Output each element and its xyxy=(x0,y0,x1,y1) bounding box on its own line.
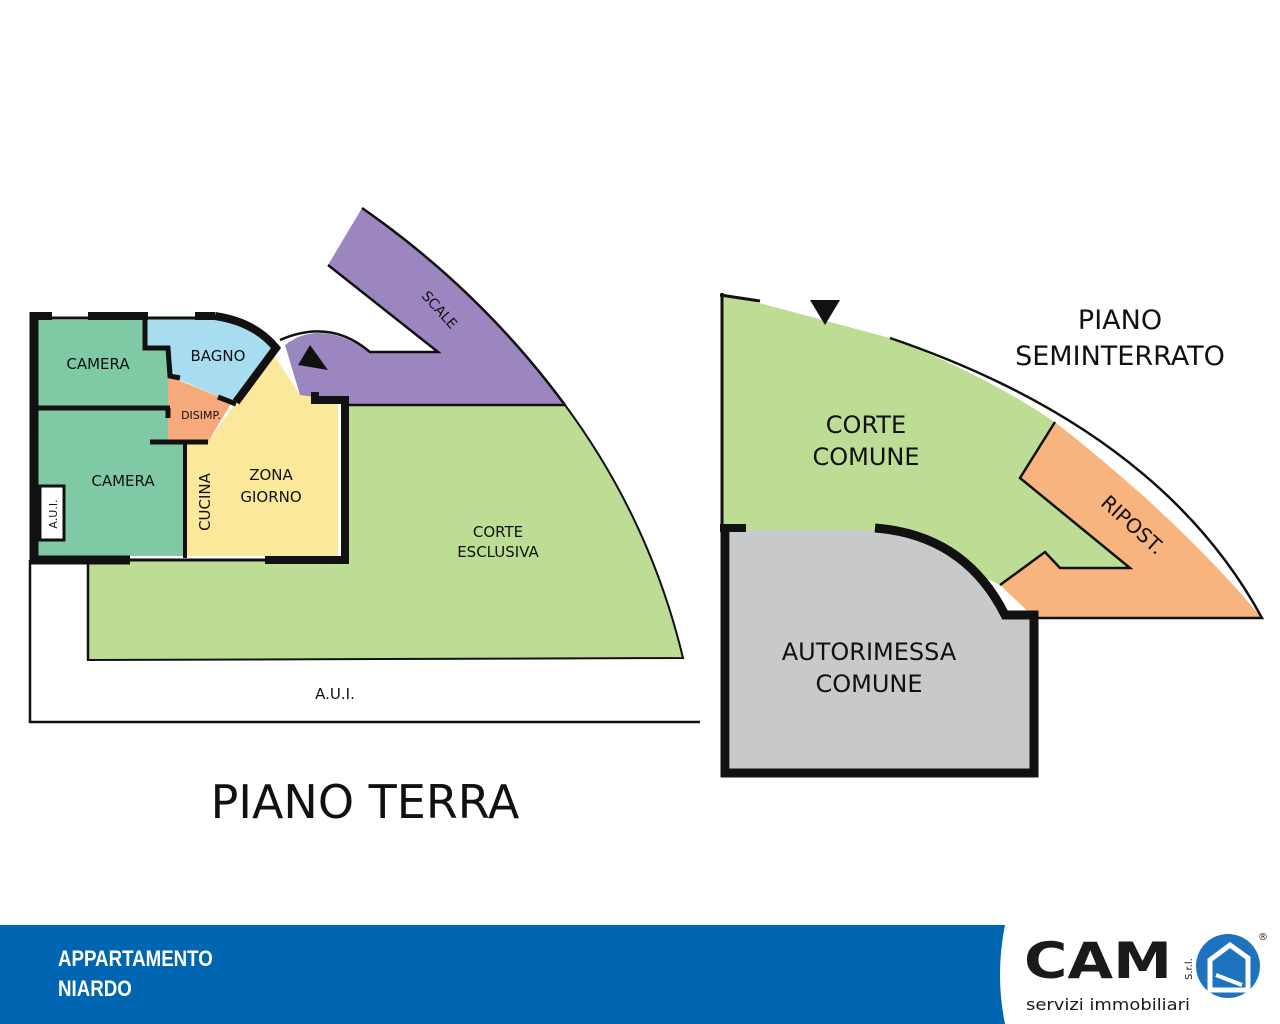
label-autorimessa-2: COMUNE xyxy=(815,670,922,698)
logo-srl: S.r.l. xyxy=(1184,958,1195,980)
label-corte-2: ESCLUSIVA xyxy=(457,543,539,561)
basement-title-2: SEMINTERRATO xyxy=(1015,341,1225,372)
scale-outline xyxy=(279,206,567,406)
ground-floor-walls xyxy=(29,312,349,565)
label-corte-comune-1: CORTE xyxy=(826,411,906,439)
label-aui: A.U.I. xyxy=(315,685,355,703)
logo-tagline: servizi immobiliari xyxy=(1026,995,1190,1014)
label-corte-comune-2: COMUNE xyxy=(812,443,919,471)
corte-esclusiva-area xyxy=(87,404,685,662)
label-autorimessa-1: AUTORIMESSA xyxy=(782,638,957,666)
label-disimpegno: DISIMP. xyxy=(181,409,221,422)
footer-band xyxy=(0,925,1005,1024)
label-camera-1: CAMERA xyxy=(66,355,130,373)
entrance-arrow-icon xyxy=(810,300,840,325)
cam-logo: CAM S.r.l. servizi immobiliari ® xyxy=(1024,932,1268,1014)
basement-title-1: PIANO xyxy=(1078,305,1162,336)
entrance-arrow-icon xyxy=(298,345,328,370)
basement-walls xyxy=(719,293,1265,778)
label-zona-giorno-2: GIORNO xyxy=(240,488,301,506)
corte-comune-area xyxy=(722,293,1130,585)
ground-floor-plan: CAMERA BAGNO DISIMP. CAMERA A.U.I. CUCIN… xyxy=(28,206,700,829)
disimpegno-area xyxy=(168,376,232,442)
label-bagno: BAGNO xyxy=(191,347,246,365)
label-camera-2: CAMERA xyxy=(91,472,155,490)
zona-giorno-area xyxy=(185,352,338,556)
aui-small-box xyxy=(38,484,66,542)
aui-outline xyxy=(28,560,700,724)
label-aui-small: A.U.I. xyxy=(47,499,60,528)
logo-cam-text: CAM xyxy=(1024,932,1172,990)
footer-line-2: NIARDO xyxy=(58,976,132,1001)
scale-area xyxy=(285,208,565,405)
label-corte-1: CORTE xyxy=(473,523,523,541)
footer-line-1: APPARTAMENTO xyxy=(58,946,213,971)
bagno-area xyxy=(145,318,272,402)
basement-plan: PIANO SEMINTERRATO CORTE COMUNE RIPOST. … xyxy=(719,293,1265,778)
label-zona-giorno-1: ZONA xyxy=(249,466,293,484)
autorimessa-area xyxy=(730,530,1030,770)
logo-registered: ® xyxy=(1258,932,1268,943)
footer-property-title: APPARTAMENTO NIARDO xyxy=(58,944,213,1004)
ground-floor-title: PIANO TERRA xyxy=(211,775,520,829)
label-cucina: CUCINA xyxy=(196,472,214,531)
